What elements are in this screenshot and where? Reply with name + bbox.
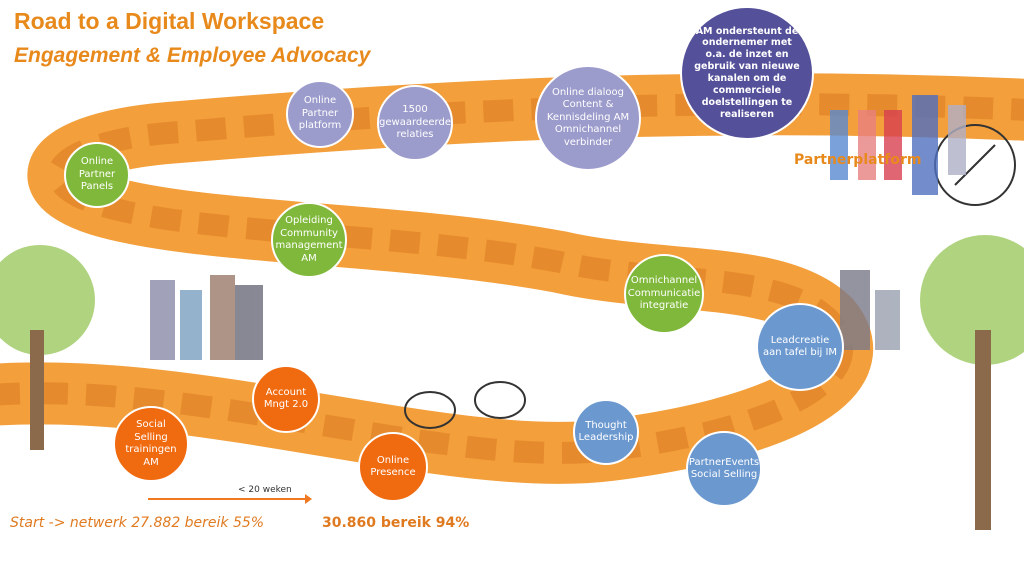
milestone-online-presence: Online Presence [358,432,428,502]
page-title: Road to a Digital Workspace [14,8,325,34]
end-stats: 30.860 bereik 94% [322,515,470,531]
milestone-online-partner-panels: Online Partner Panels [64,142,130,208]
page-subtitle: Engagement & Employee Advocacy [14,44,371,67]
tree-left [0,245,95,450]
city-buildings-left [150,275,263,360]
milestone-leadcreatie: Leadcreatie aan tafel bij IM [756,303,844,391]
milestone-thought-leadership: Thought Leadership [573,399,639,465]
city-buildings-right [840,270,900,350]
milestone-opleiding: Opleiding Community management AM [271,202,347,278]
timeline-arrow [148,494,312,504]
binoculars-icon [404,381,526,429]
milestone-online-dialoog: Online dialoog Content & Kennisdeling AM… [535,65,641,171]
people-group [830,95,966,195]
milestone-omnichannel: Omnichannel Communicatie integratie [624,254,704,334]
start-stats: Start -> netwerk 27.882 bereik 55% [10,515,265,531]
milestone-relaties: 1500 gewaardeerde relaties [377,85,453,161]
milestone-am-ondersteunt: AM ondersteunt de ondernemer met o.a. de… [680,6,814,140]
duration-label: < 20 weken [238,485,292,495]
milestone-social-selling: Social Selling trainingen AM [113,406,189,482]
tree-right [920,235,1024,530]
milestone-account-mngt: Account Mngt 2.0 [252,365,320,433]
milestone-online-partner-platform: Online Partner platform [286,80,354,148]
partnerplatform-label: Partnerplatform [794,152,922,168]
milestone-partnerevents: PartnerEvents Social Selling [686,431,762,507]
